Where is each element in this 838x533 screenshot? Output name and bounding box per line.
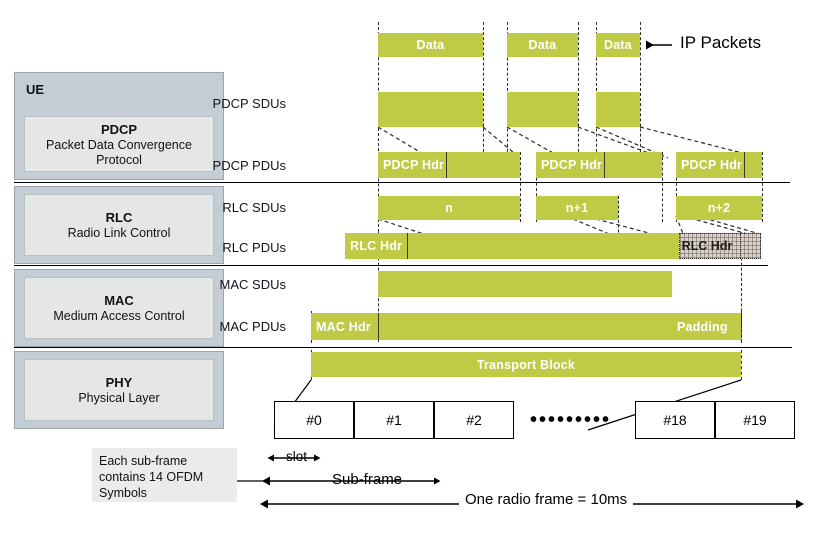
mac-pdu-block[interactable]: MAC Hdr (311, 313, 741, 340)
guide-9 (662, 152, 663, 222)
rlc-sdu-label-1: n (445, 201, 453, 215)
rlc-pdu-header-2: RLC Hdr (681, 239, 733, 253)
rlc-sdu-block-1[interactable]: n (378, 196, 520, 220)
stack-box-mac[interactable]: MAC Medium Access Control (24, 277, 214, 339)
subframe-box-2[interactable]: #2 (434, 401, 514, 439)
pdcp-pdu-header-3: PDCP Hdr (681, 158, 743, 172)
ip-packet-block-3[interactable]: Data (596, 33, 640, 57)
subframe-ellipsis: ••••••••• (530, 409, 612, 431)
rlc-pdu-block-1[interactable]: RLC Hdr (345, 233, 741, 259)
row-label-mac-sdus: MAC SDUs (219, 277, 286, 292)
rlc-sdu-label-3: n+2 (707, 201, 731, 215)
ip-packets-annotation: IP Packets (680, 33, 761, 52)
ip-packet-label-3: Data (604, 38, 632, 52)
guide-7 (520, 152, 521, 222)
subframe-box-19[interactable]: #19 (715, 401, 795, 439)
mac-hdr-divider (378, 313, 379, 340)
guide-10 (676, 152, 677, 222)
slot-label: slot (286, 449, 308, 464)
stack-box-rlc[interactable]: RLC Radio Link Control (24, 194, 214, 256)
stack-box-mac-name: Medium Access Control (53, 309, 185, 323)
guide-15 (741, 232, 742, 342)
pdcp-pdu-block-1[interactable]: PDCP Hdr (378, 152, 520, 178)
mac-pdu-header: MAC Hdr (316, 319, 371, 334)
guide-6 (640, 22, 641, 162)
subframe-label: Sub-frame (332, 471, 403, 488)
row-label-pdcp-sdus: PDCP SDUs (212, 96, 286, 111)
stack-box-mac-abbr: MAC (104, 293, 134, 308)
pdcp-pdu-header-2: PDCP Hdr (541, 158, 603, 172)
mac-padding-label: Padding (677, 319, 728, 334)
ip-packet-label-2: Data (528, 38, 557, 52)
stack-box-pdcp-abbr: PDCP (100, 121, 138, 137)
guide-17 (741, 350, 742, 380)
ofdm-note: Each sub-frame contains 14 OFDM Symbols (92, 448, 237, 502)
radio-frame-label: One radio frame = 10ms (459, 491, 634, 508)
pdcp-pdu-block-3[interactable]: PDCP Hdr (676, 152, 762, 178)
ip-packet-block-1[interactable]: Data (378, 33, 483, 57)
subframe-box-18[interactable]: #18 (635, 401, 715, 439)
rlc-pdu-header-1: RLC Hdr (350, 239, 403, 253)
mac-padding-block[interactable]: Padding (672, 313, 741, 340)
pdcp-pdu-block-2[interactable]: PDCP Hdr (536, 152, 662, 178)
pdcp-hdr-divider-1 (446, 152, 447, 178)
rlc-sdu-label-2: n+1 (565, 201, 589, 215)
row-label-pdcp-pdus: PDCP PDUs (212, 158, 286, 173)
pdcp-sdu-block-1[interactable] (378, 92, 483, 127)
rlc-sdu-block-3[interactable]: n+2 (676, 196, 762, 220)
separator-rlc-mac (14, 265, 768, 266)
guide-4 (578, 22, 579, 162)
stack-box-phy-name: Physical Layer (78, 391, 160, 405)
stack-box-rlc-name: Radio Link Control (67, 226, 171, 240)
guide-2 (483, 22, 484, 162)
subframe-label-19: #19 (743, 412, 767, 428)
separator-mac-phy (14, 347, 792, 348)
rlc-sdu-block-2[interactable]: n+1 (536, 196, 618, 220)
stack-box-pdcp-name: Packet Data Convergence Protocol (46, 137, 192, 167)
subframe-label-0: #0 (306, 412, 322, 428)
separator-pdcp-rlc (14, 182, 790, 183)
ip-packet-block-2[interactable]: Data (507, 33, 578, 57)
pdcp-hdr-divider-3 (744, 152, 745, 178)
rlc-hdr-divider-2 (740, 234, 741, 258)
pdcp-sdu-block-3[interactable] (596, 92, 640, 127)
guide-11 (762, 152, 763, 222)
row-label-rlc-sdus: RLC SDUs (222, 200, 286, 215)
rlc-pdu-block-2-partial[interactable]: RLC Hdr (679, 233, 761, 259)
guide-8 (536, 152, 537, 222)
rlc-hdr-divider-1 (407, 233, 408, 259)
stack-box-phy-abbr: PHY (105, 375, 133, 390)
transport-block[interactable]: Transport Block (311, 352, 741, 377)
guide-1 (378, 22, 379, 242)
stack-box-pdcp[interactable]: PDCP Packet Data Convergence Protocol (24, 116, 214, 172)
subframe-label-2: #2 (466, 412, 482, 428)
guide-18 (741, 311, 742, 343)
pdcp-sdu-block-2[interactable] (507, 92, 578, 127)
subframe-label-18: #18 (663, 412, 687, 428)
ip-packet-label-1: Data (416, 38, 445, 52)
subframe-box-1[interactable]: #1 (354, 401, 434, 439)
row-label-mac-pdus: MAC PDUs (219, 319, 286, 334)
mac-sdu-block[interactable] (378, 271, 672, 297)
subframe-label-1: #1 (386, 412, 402, 428)
guide-12 (618, 196, 619, 242)
pdcp-hdr-divider-2 (604, 152, 605, 178)
subframe-box-0[interactable]: #0 (274, 401, 354, 439)
row-label-rlc-pdus: RLC PDUs (222, 240, 286, 255)
pdcp-pdu-header-1: PDCP Hdr (383, 158, 445, 172)
ue-label: UE (26, 82, 45, 97)
stack-box-phy[interactable]: PHY Physical Layer (24, 359, 214, 421)
transport-block-label: Transport Block (476, 357, 576, 372)
stack-box-rlc-abbr: RLC (105, 210, 133, 225)
